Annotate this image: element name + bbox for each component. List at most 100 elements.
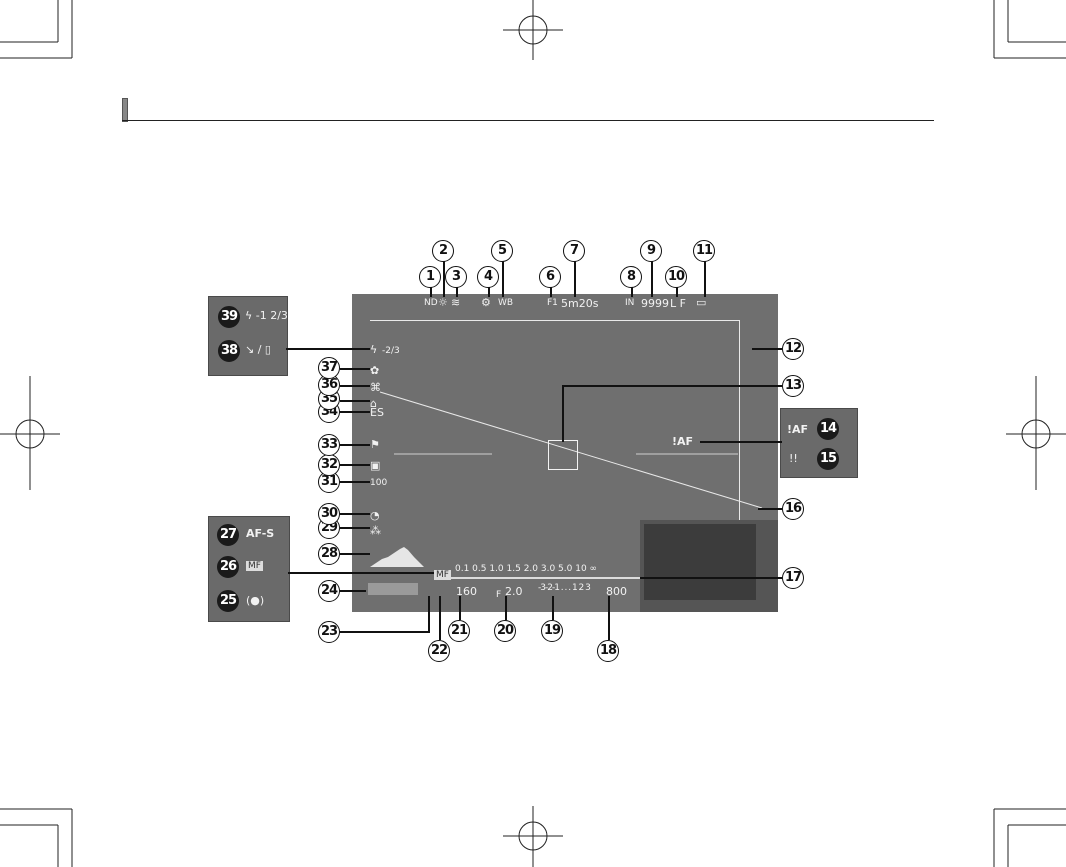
touch-icon: ◔ [370, 509, 380, 522]
leader-24 [340, 590, 366, 592]
leader-19 [552, 596, 554, 620]
leader-36 [340, 385, 370, 387]
leader-flash [286, 348, 370, 350]
af-panel-text: !AF [787, 423, 809, 436]
badge-32: 32 [318, 454, 340, 476]
leader-21 [459, 596, 461, 620]
badge-28: 28 [318, 543, 340, 565]
leader-5 [502, 261, 504, 297]
leader-28 [340, 553, 370, 555]
shutter-type: ES [370, 406, 384, 419]
badge-33: 33 [318, 434, 340, 456]
shutter-value: 800 [606, 585, 627, 598]
badge-25: 25 [217, 590, 239, 612]
badge-10: 10 [665, 266, 687, 288]
flash-comp: -2/3 [382, 346, 400, 356]
af-panel [780, 408, 858, 478]
gear-icon: ⚙ [481, 296, 491, 309]
exposure-bar [368, 583, 418, 595]
leader-16 [758, 508, 782, 510]
leader-12 [752, 348, 782, 350]
in-indicator: IN [625, 298, 635, 308]
leader-32 [340, 464, 370, 466]
badge-4: 4 [477, 266, 499, 288]
circle-panel-text: (●) [246, 594, 265, 607]
mic-icon: ⚑ [370, 438, 380, 451]
focus-scale: 0.1 0.5 1.0 1.5 2.0 3.0 5.0 10 ∞ [455, 564, 598, 574]
badge-14: 14 [817, 418, 839, 440]
mf-panel-text: MF [246, 561, 263, 571]
leader-9 [651, 261, 653, 297]
leader-29 [340, 527, 370, 529]
macro-icon: ✿ [370, 364, 380, 377]
leader-mf [288, 572, 434, 574]
badge-13: 13 [782, 375, 804, 397]
badge-18: 18 [597, 640, 619, 662]
af-warning: !AF [672, 435, 694, 448]
badge-26: 26 [217, 556, 239, 578]
badge-7: 7 [563, 240, 585, 262]
drive-icon: ⌂ [370, 397, 377, 410]
badge-11: 11 [693, 240, 715, 262]
iso-value: 160 [456, 585, 477, 598]
leader-23h [340, 631, 430, 633]
level-lines [379, 391, 763, 509]
leader-17 [640, 577, 782, 579]
inner-shadow-panel [644, 524, 756, 600]
leader-34 [340, 411, 370, 413]
leader-33 [340, 444, 370, 446]
leader-18 [608, 596, 610, 640]
nd-indicator: ND [424, 298, 438, 308]
leader-3 [456, 287, 458, 297]
leader-8 [631, 287, 633, 297]
wave-icon: ≋ [451, 296, 461, 309]
badge-3: 3 [445, 266, 467, 288]
badge-27: 27 [217, 524, 239, 546]
badge-39: 39 [218, 306, 240, 328]
self-timer-icon: ⌘ [370, 381, 381, 394]
ev-panel-text: !! [789, 452, 798, 465]
flash-panel-text: ϟ -1 2/3 [245, 309, 288, 322]
section-rule [122, 120, 934, 122]
leader-20 [505, 596, 507, 620]
leader-37 [340, 368, 370, 370]
afs-text: AF-S [246, 527, 275, 540]
focus-frame [548, 440, 578, 470]
record-time: 5m20s [561, 297, 599, 310]
badge-15: 15 [817, 448, 839, 470]
badge-30: 30 [318, 503, 340, 525]
leader-10 [676, 287, 678, 297]
distance-bar [446, 577, 642, 579]
leader-2 [443, 261, 445, 297]
badge-24: 24 [318, 580, 340, 602]
leader-4 [488, 287, 490, 297]
leader-af [700, 441, 782, 443]
leader-13 [562, 385, 782, 387]
badge-1: 1 [419, 266, 441, 288]
leader-11 [704, 261, 706, 297]
sun-icon: ☼ [438, 296, 448, 309]
image-size: L F [670, 297, 686, 310]
histogram [370, 547, 424, 567]
flash-panel [208, 296, 288, 376]
leader-13v [562, 385, 564, 442]
aperture-value: 2.0 [505, 585, 523, 598]
badge-6: 6 [539, 266, 561, 288]
leader-7 [574, 261, 576, 297]
badge-20: 20 [494, 620, 516, 642]
flash-icon: ϟ [370, 343, 378, 356]
badge-22: 22 [428, 640, 450, 662]
badge-36: 36 [318, 374, 340, 396]
badge-12: 12 [782, 338, 804, 360]
leader-23 [428, 596, 430, 632]
leader-31 [340, 481, 370, 483]
badge-38: 38 [218, 340, 240, 362]
leader-30 [340, 513, 370, 515]
remote-panel-text: ↘ / ▯ [245, 343, 271, 356]
film-indicator: F1 [547, 298, 558, 308]
wb-indicator: WB [498, 298, 514, 308]
section-marker [122, 98, 128, 122]
leader-1 [430, 287, 432, 297]
framing-guide [370, 320, 740, 524]
